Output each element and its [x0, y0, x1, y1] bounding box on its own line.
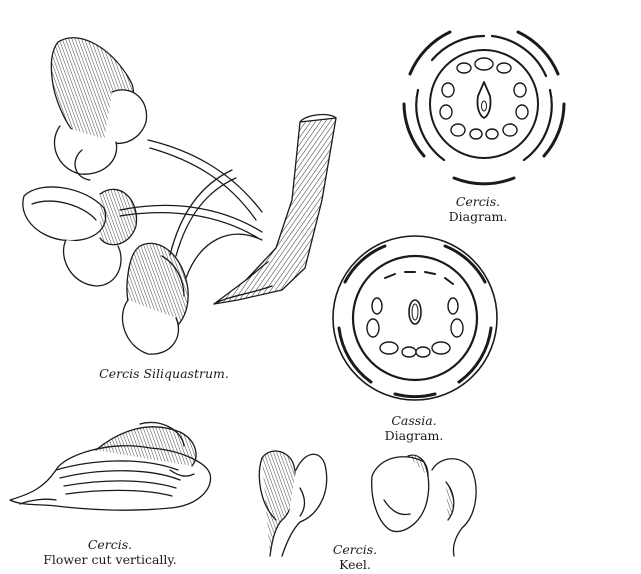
caption-cassia-diagram: Cassia. Diagram. [385, 413, 444, 443]
caption-cercis-section: Cercis. Flower cut vertically. [43, 537, 177, 567]
flower-middle [22, 186, 107, 242]
caption-label: Diagram. [384, 428, 444, 443]
woody-stem [213, 117, 337, 305]
caption-label: Keel. [339, 557, 371, 572]
cassia-floral-diagram [332, 235, 498, 401]
caption-cercis-keel: Cercis. Keel. [333, 542, 377, 572]
caption-genus: Cassia. [391, 413, 437, 428]
cercis-branch-illustration [22, 37, 337, 355]
cercis-keel-petals [258, 450, 477, 557]
caption-cercis-diagram: Cercis. Diagram. [449, 194, 508, 224]
caption-cercis-siliquastrum: Cercis Siliquastrum. [99, 366, 229, 381]
caption-label: Diagram. [448, 209, 508, 224]
caption-name: Cercis Siliquastrum. [99, 366, 229, 381]
caption-label: Flower cut vertically. [43, 552, 177, 567]
cercis-flower-section [9, 421, 212, 511]
caption-genus: Cercis. [332, 542, 378, 557]
caption-genus: Cercis. [455, 194, 501, 209]
cercis-floral-diagram [402, 30, 566, 186]
caption-genus: Cercis. [87, 537, 133, 552]
